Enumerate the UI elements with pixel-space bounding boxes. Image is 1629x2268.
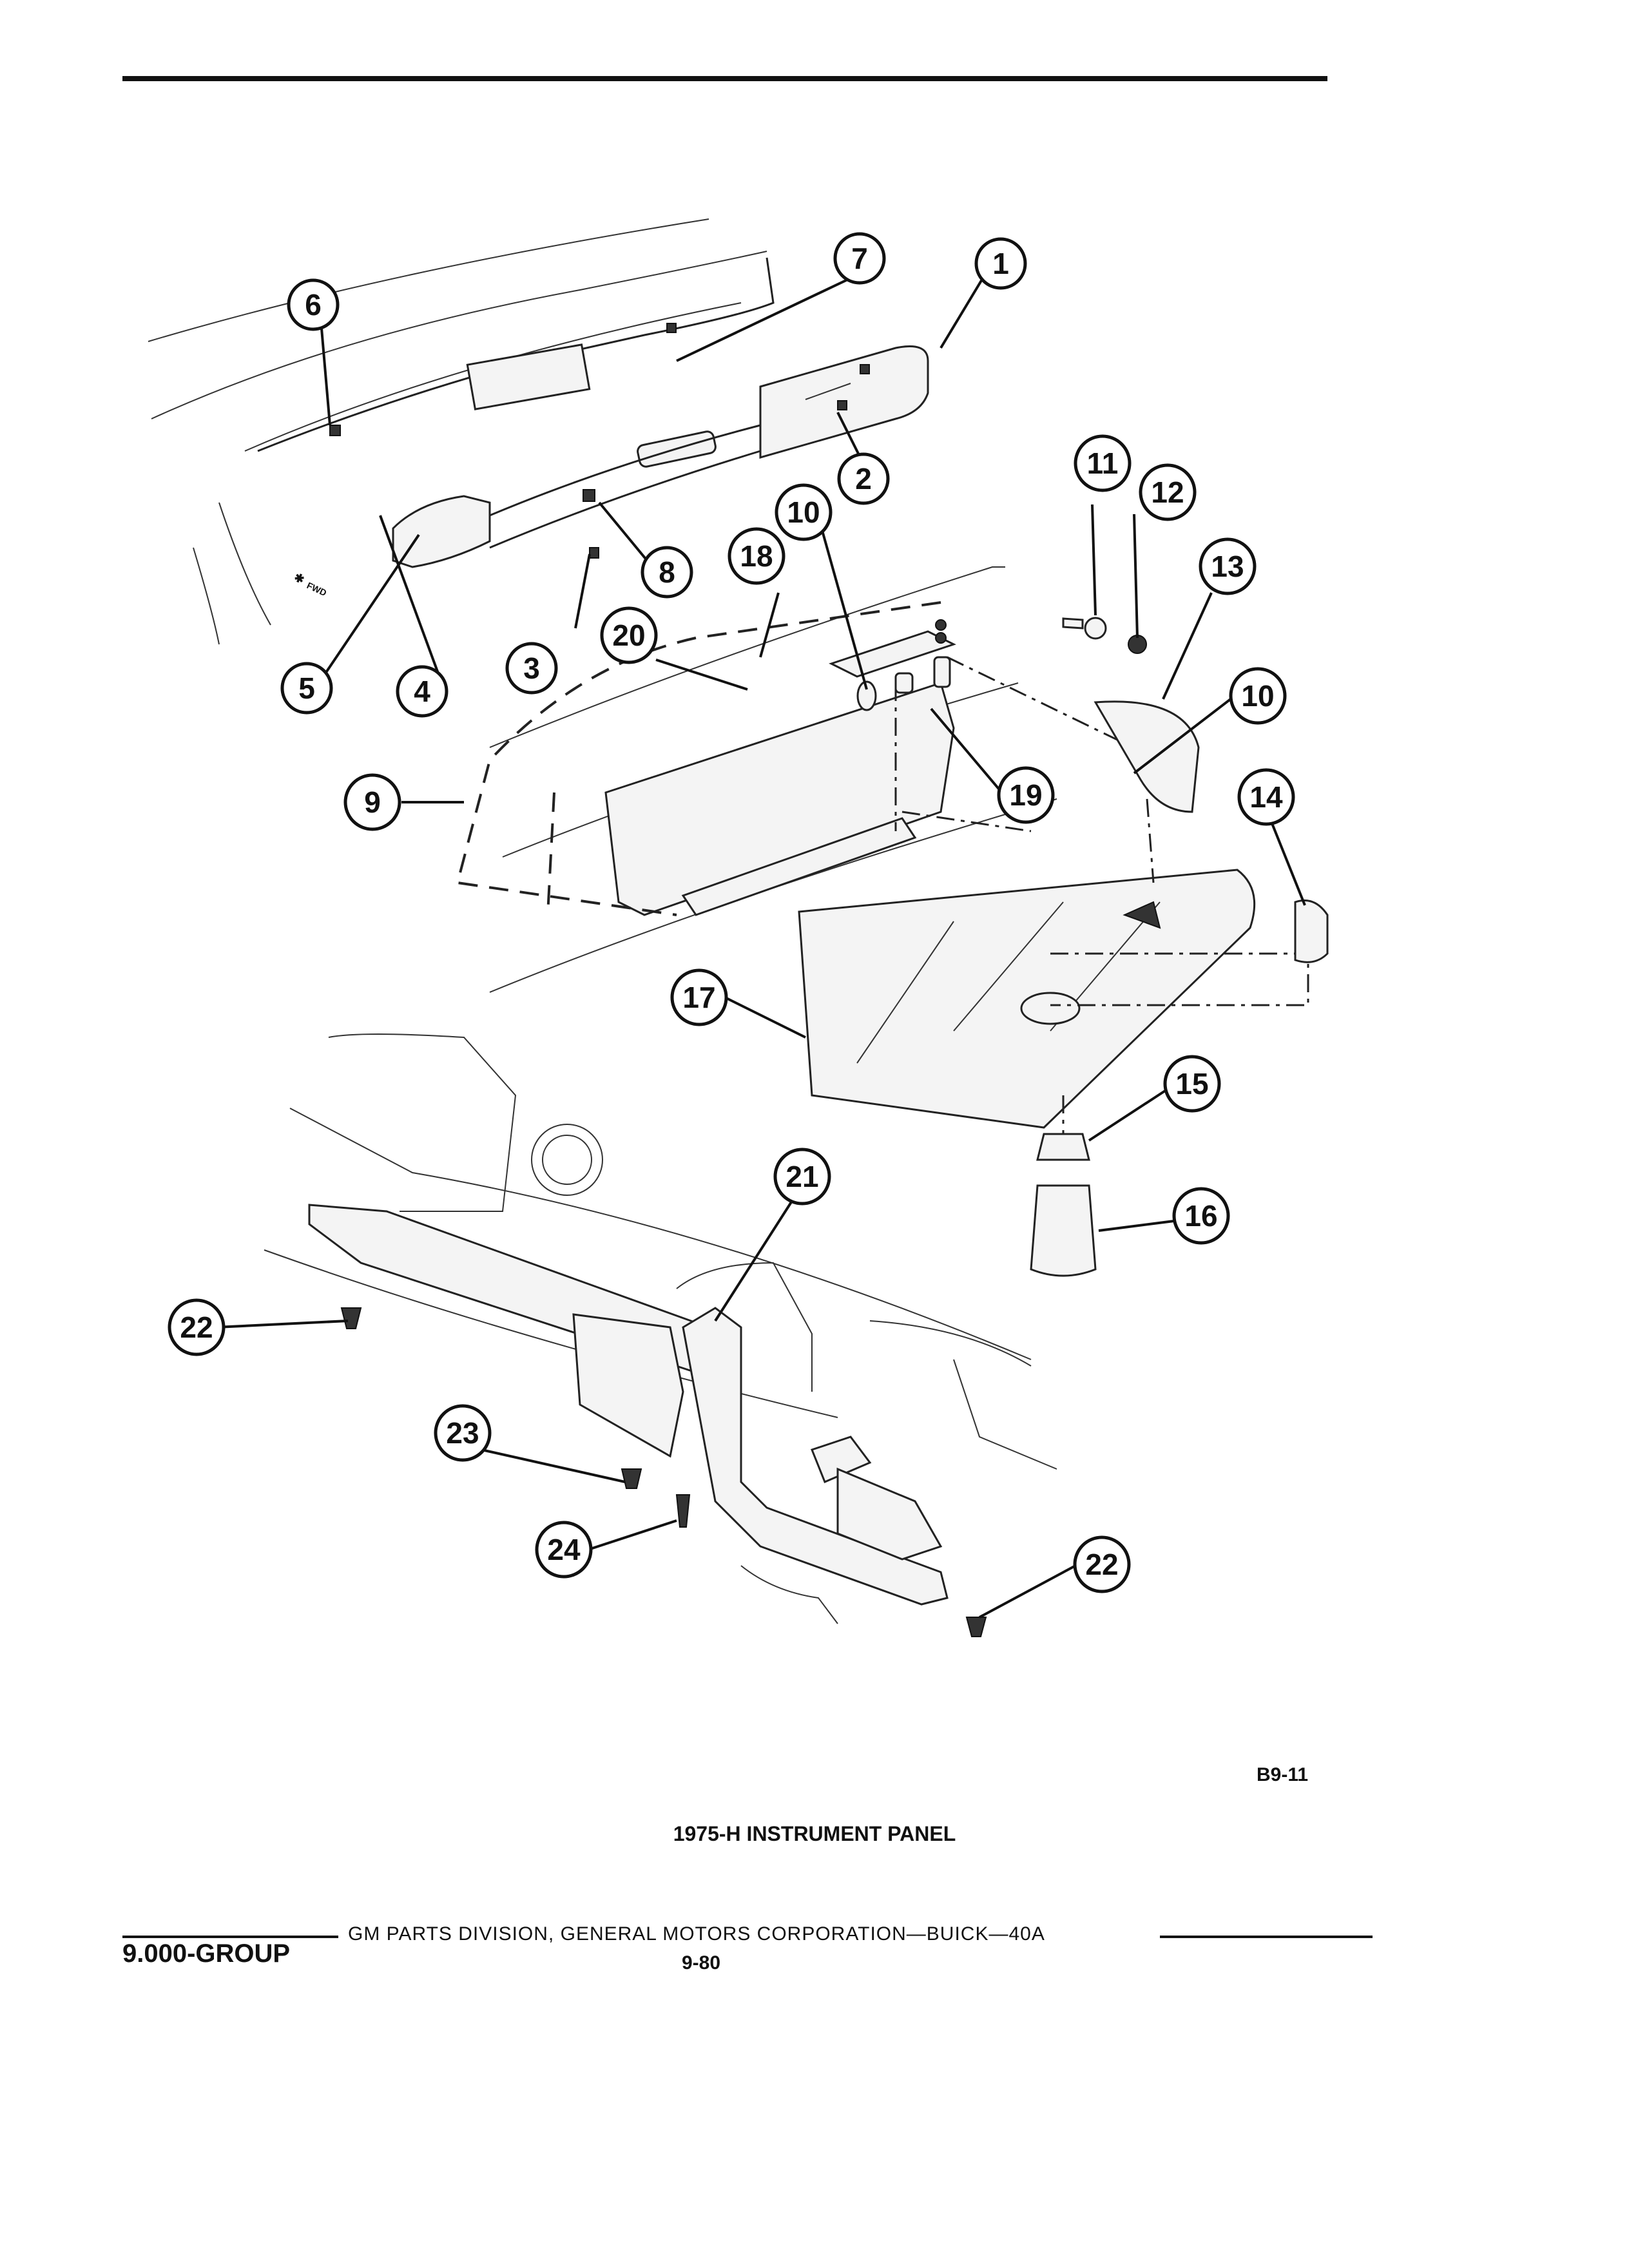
callout-20: 20 (600, 606, 658, 664)
callout-17: 17 (670, 968, 728, 1026)
callout-24: 24 (535, 1521, 593, 1579)
callout-11: 11 (1074, 434, 1132, 492)
figure-code: B9-11 (1257, 1764, 1309, 1785)
callout-4: 4 (396, 665, 448, 718)
dashboard-illustration: ✱ FWD (148, 218, 929, 645)
svg-text:22: 22 (180, 1311, 213, 1344)
svg-text:4: 4 (414, 675, 430, 708)
svg-text:22: 22 (1085, 1548, 1118, 1581)
callout-22-left: 22 (168, 1298, 226, 1356)
svg-text:18: 18 (740, 539, 773, 573)
callout-10-upper: 10 (775, 483, 833, 541)
callout-3: 3 (505, 642, 558, 695)
svg-text:7: 7 (851, 242, 868, 275)
page-number: 9-80 (682, 1952, 721, 1974)
svg-text:17: 17 (682, 981, 715, 1014)
callout-1: 1 (974, 237, 1027, 290)
svg-text:5: 5 (298, 671, 315, 705)
svg-text:3: 3 (523, 651, 540, 685)
lower-bracket-illustration (264, 1033, 1057, 1637)
svg-text:16: 16 (1184, 1199, 1217, 1233)
svg-text:12: 12 (1151, 476, 1184, 509)
glove-box-illustration (456, 566, 1329, 1277)
top-rule (122, 76, 1327, 81)
callout-16: 16 (1172, 1187, 1230, 1245)
figure-title: 1975-H INSTRUMENT PANEL (673, 1822, 956, 1845)
fwd-label: FWD (305, 580, 329, 598)
callout-7: 7 (833, 232, 886, 285)
callout-19: 19 (997, 766, 1055, 824)
svg-text:9: 9 (364, 785, 381, 819)
footer-rule-right (1160, 1936, 1373, 1938)
svg-text:24: 24 (547, 1533, 581, 1566)
callout-12: 12 (1139, 463, 1197, 521)
callout-13: 13 (1199, 537, 1257, 595)
callout-10-lower: 10 (1229, 667, 1287, 725)
svg-text:8: 8 (659, 555, 675, 589)
svg-text:15: 15 (1175, 1067, 1208, 1100)
fwd-direction-marker: ✱ FWD (292, 570, 328, 598)
footer-rule-left (122, 1936, 338, 1938)
svg-text:20: 20 (612, 619, 645, 652)
svg-text:2: 2 (855, 462, 872, 495)
callout-9: 9 (343, 773, 401, 831)
svg-text:10: 10 (787, 495, 820, 529)
svg-text:✱: ✱ (292, 570, 306, 586)
callout-2: 2 (837, 452, 890, 505)
svg-text:21: 21 (786, 1160, 818, 1193)
group-label: 9.000-GROUP (122, 1939, 291, 1968)
svg-text:10: 10 (1241, 679, 1274, 713)
callout-22-right: 22 (1073, 1535, 1131, 1593)
callout-23: 23 (434, 1404, 492, 1462)
svg-text:11: 11 (1087, 447, 1119, 480)
svg-text:6: 6 (305, 288, 322, 322)
svg-text:23: 23 (446, 1416, 479, 1450)
callout-18: 18 (728, 527, 786, 585)
callout-8: 8 (641, 546, 693, 599)
callout-5: 5 (280, 662, 333, 715)
callout-6: 6 (287, 278, 340, 331)
callout-21: 21 (773, 1148, 831, 1206)
svg-text:13: 13 (1211, 550, 1244, 583)
svg-text:14: 14 (1249, 780, 1283, 814)
callout-15: 15 (1163, 1055, 1221, 1113)
svg-text:19: 19 (1009, 778, 1042, 812)
leader-lines (215, 274, 1306, 1619)
footer-publisher-text: GM PARTS DIVISION, GENERAL MOTORS CORPOR… (348, 1923, 1045, 1945)
callout-14: 14 (1237, 768, 1295, 826)
svg-text:1: 1 (992, 247, 1009, 280)
